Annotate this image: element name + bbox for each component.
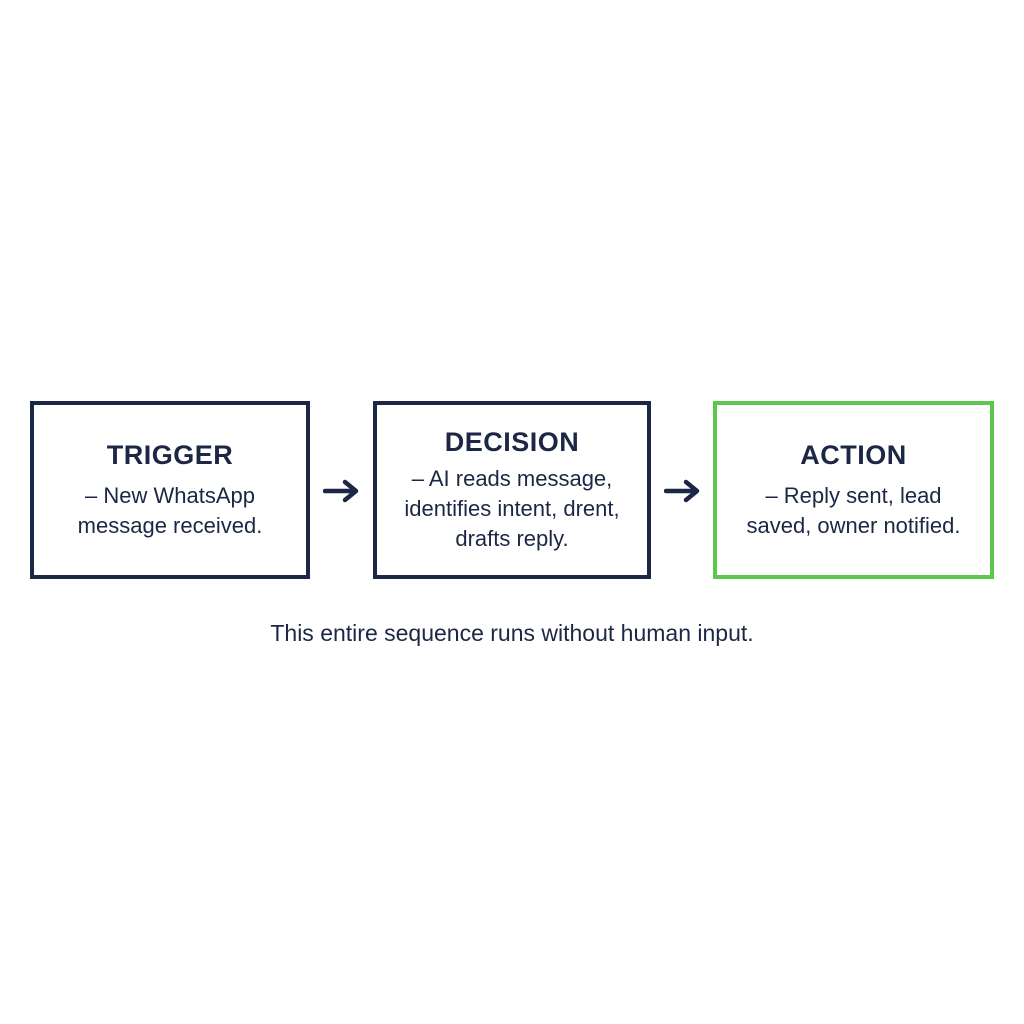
step-line: saved, owner notified.: [746, 512, 961, 538]
step-title: TRIGGER: [106, 439, 234, 470]
step-action-box: ACTION – Reply sent, lead saved, owner n…: [713, 401, 994, 579]
step-line: – AI reads message,: [411, 465, 613, 491]
step-line: message received.: [77, 512, 263, 538]
diagram-caption: This entire sequence runs without human …: [270, 620, 754, 646]
step-trigger-box: TRIGGER – New WhatsApp message received.: [30, 401, 310, 579]
step-line: drafts reply.: [455, 525, 569, 551]
step-description: – Reply sent, lead saved, owner notified…: [746, 481, 960, 541]
step-line: – New WhatsApp: [85, 482, 255, 508]
step-description: – New WhatsApp message received.: [78, 481, 263, 541]
step-line: – Reply sent, lead: [765, 482, 942, 508]
arrow-right-icon: [323, 479, 359, 503]
step-description: – AI reads message, identifies intent, d…: [404, 464, 619, 554]
step-title: DECISION: [444, 426, 580, 457]
arrow-right-icon: [664, 479, 700, 503]
step-line: identifies intent, drent,: [404, 495, 620, 521]
step-decision-box: DECISION – AI reads message, identifies …: [373, 401, 651, 579]
step-title: ACTION: [800, 439, 907, 470]
